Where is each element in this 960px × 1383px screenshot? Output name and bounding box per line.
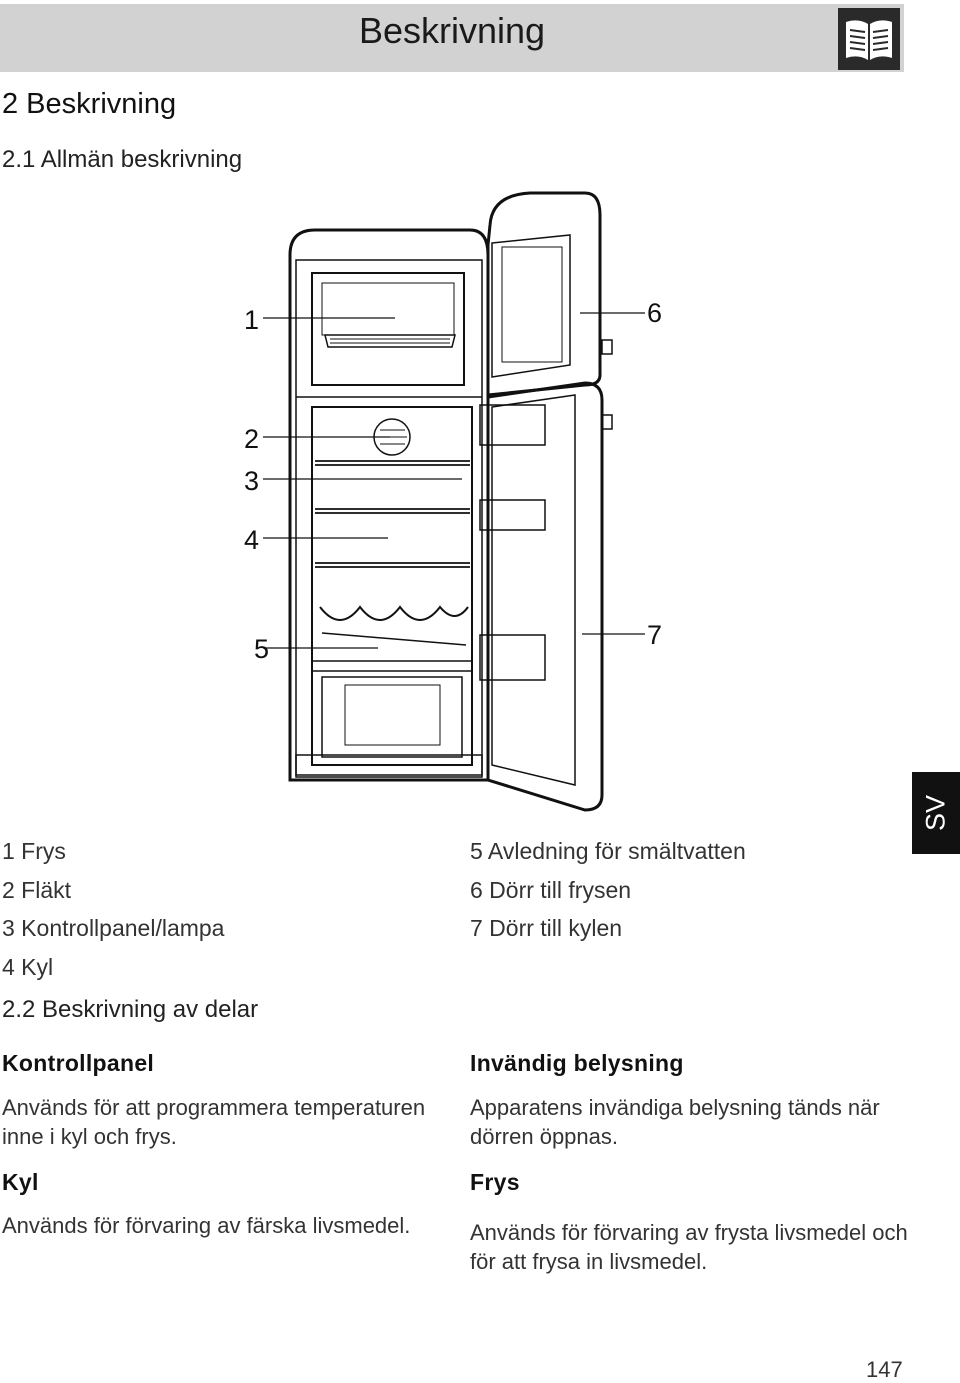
legend-item: 5 Avledning för smältvatten [470,838,746,864]
callout-1: 1 [244,305,260,335]
legend-item: 6 Dörr till frysen [470,876,632,903]
legend-item: 2 Fläkt [2,876,72,903]
lighting-title: Invändig belysning [470,1050,684,1076]
callout-2: 2 [244,424,260,454]
parts-heading: 2.2 Beskrivning av delar [2,996,259,1023]
book-icon [838,8,900,70]
callout-5: 5 [254,634,270,664]
legend-item: 1 Frys [2,838,66,864]
legend-left: 1 Frys 2 Fläkt 3 Kontrollpanel/lampa 4 K… [2,832,224,986]
callout-7: 7 [647,620,663,650]
header-bar [0,4,904,72]
language-code: SV [920,794,951,832]
language-tab: SV [912,772,960,854]
refrigerator-diagram [263,191,645,812]
page-number: 147 [866,1357,903,1382]
fridge-title: Kyl [2,1169,39,1195]
callout-3: 3 [244,466,260,496]
freezer-title: Frys [470,1169,520,1195]
lighting-text: Apparatens invändiga belysning tänds när… [470,1095,880,1149]
section-subheading: 2.1 Allmän beskrivning [2,146,243,173]
page-header-title: Beskrivning [358,10,546,51]
legend-right: 5 Avledning för smältvatten 6 Dörr till … [470,832,746,948]
fridge-text: Används för förvaring av färska livsmede… [2,1213,411,1238]
callout-4: 4 [244,525,260,555]
freezer-text: Används för förvaring av frysta livsmede… [470,1220,908,1274]
section-heading: 2 Beskrivning [2,88,177,120]
control-panel-text: Används för att programmera temperaturen… [2,1095,426,1149]
control-panel-title: Kontrollpanel [2,1050,155,1076]
legend-item: 7 Dörr till kylen [470,915,623,941]
callout-6: 6 [647,298,663,328]
legend-item: 4 Kyl [2,953,54,980]
legend-item: 3 Kontrollpanel/lampa [2,915,225,941]
